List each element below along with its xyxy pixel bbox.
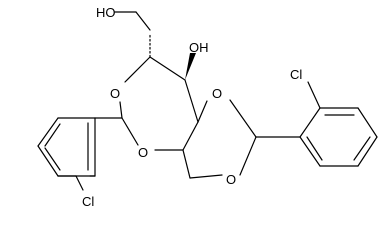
hydroxyl-label-top: HO — [96, 5, 116, 20]
atom-labels: HO OH O O O O Cl Cl — [82, 5, 302, 209]
molecule-diagram: HO OH O O O O Cl Cl — [37, 5, 378, 209]
ring-oxygen-label-1: O — [110, 86, 120, 101]
ring-oxygen-label-3: O — [212, 86, 222, 101]
chlorine-label-left: Cl — [82, 194, 94, 209]
ring-oxygen-label-2: O — [138, 145, 148, 160]
hydroxyl-label-mid: OH — [189, 40, 209, 55]
structure-svg: HO OH O O O O Cl Cl — [37, 5, 378, 209]
chlorine-label-right: Cl — [290, 67, 302, 82]
ring-oxygen-label-4: O — [226, 172, 236, 187]
bonds — [37, 11, 378, 191]
